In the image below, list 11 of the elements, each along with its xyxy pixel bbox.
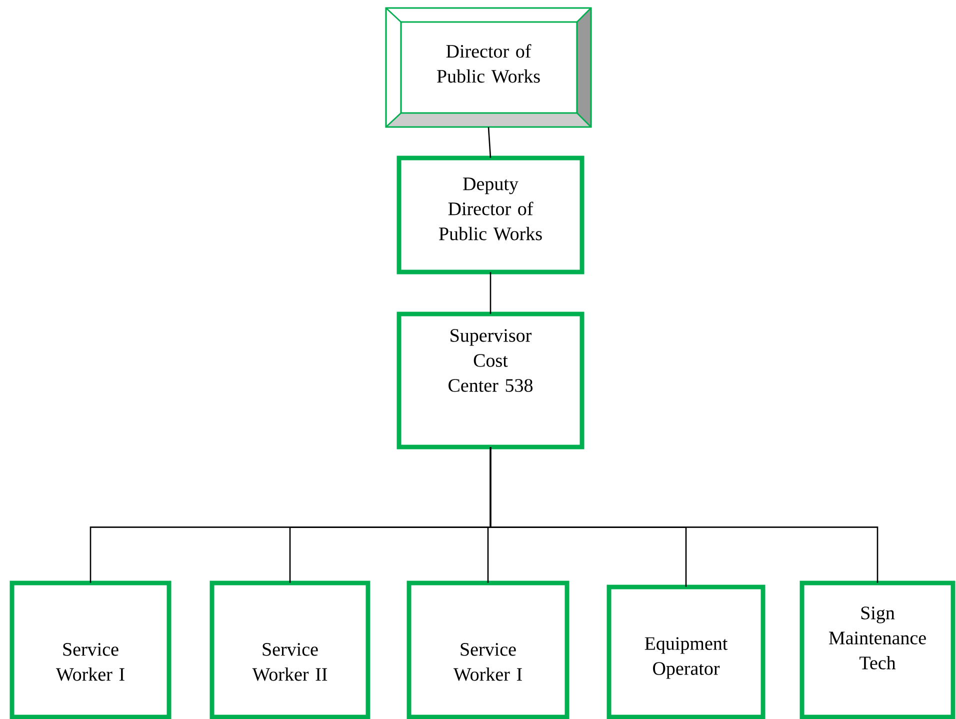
connector-line [490, 447, 878, 583]
job-box: Supervisor Cost Center 538 [396, 312, 584, 450]
connector-line [488, 127, 492, 158]
job-box: Service Worker I [10, 580, 172, 719]
job-box: Service Worker I [406, 580, 570, 719]
job-box: Equipment Operator [606, 584, 766, 719]
job-box: Deputy Director of Public Works [396, 156, 584, 274]
job-box: Service Worker II [210, 580, 370, 719]
job-box: Sign Maintenance Tech [800, 580, 956, 719]
connector-line [490, 272, 492, 314]
bevel-box: Director of Public Works [385, 7, 592, 128]
